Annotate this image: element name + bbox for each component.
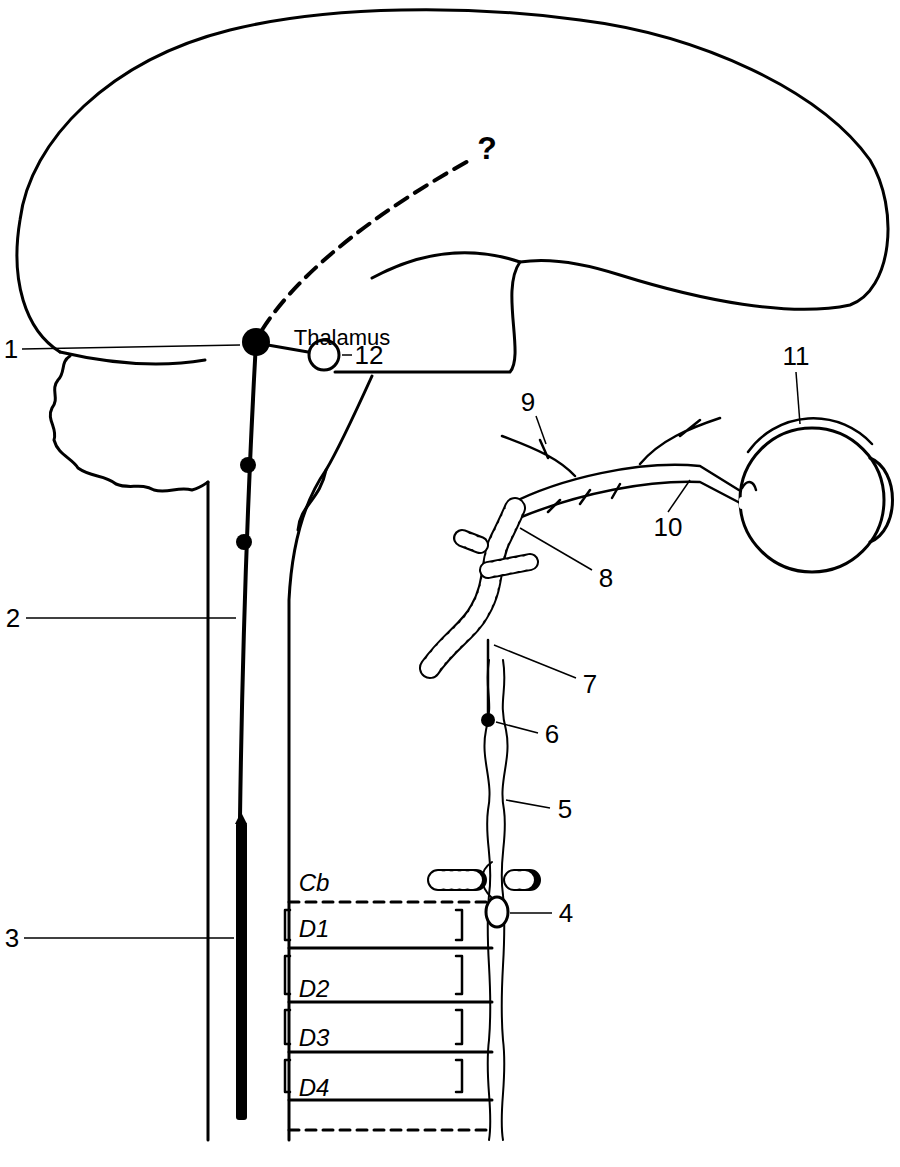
column-arrow	[235, 812, 247, 824]
leader-line	[24, 937, 234, 939]
callout-number: 9	[521, 389, 535, 415]
brainstem-right	[289, 376, 372, 1140]
segment-line	[289, 947, 492, 950]
hypothalamic-nucleus	[242, 328, 270, 356]
eyelid-arc-11	[748, 418, 872, 452]
ciliospinal-column	[236, 822, 247, 1120]
leader-line	[22, 345, 240, 349]
leader-line	[510, 912, 552, 914]
iris-arc	[742, 482, 756, 490]
leader-line	[520, 528, 592, 570]
cerebellum-outline	[50, 356, 208, 491]
eyeball	[740, 428, 884, 572]
callout-number: 12	[355, 342, 384, 368]
carotid-vessel	[430, 508, 515, 668]
callout-number: 5	[558, 796, 572, 822]
pons-bulge	[298, 470, 326, 530]
leader-line	[26, 617, 236, 619]
callout-number: Cb	[299, 871, 330, 895]
subclavian-stripes	[438, 871, 530, 889]
leader-line	[342, 354, 352, 356]
callout-number: 6	[545, 721, 559, 747]
segment-line	[289, 1051, 492, 1054]
subclavian-vessel	[438, 869, 530, 891]
callout-number: D3	[299, 1026, 330, 1050]
leader-line	[796, 372, 800, 424]
temporal-fissure	[372, 253, 520, 278]
tract-dot	[240, 457, 256, 473]
spinal-cord-left	[207, 482, 210, 1140]
leader-line	[536, 416, 546, 444]
callout-number: 7	[583, 671, 597, 697]
callout-number: 10	[654, 514, 683, 540]
segment-brackets	[285, 910, 462, 1092]
nerve-to-eye	[514, 482, 742, 520]
leader-line	[506, 800, 550, 808]
tract-dot	[236, 534, 252, 550]
tract	[240, 342, 256, 818]
cerebrum-outline	[17, 10, 888, 372]
leader-line	[668, 480, 690, 512]
segment-line-low	[289, 1129, 492, 1132]
superior-cervical-ganglion	[481, 713, 495, 727]
carotid-branch	[462, 538, 530, 570]
callout-number: D4	[299, 1076, 330, 1100]
carotid-branch-stripes	[462, 538, 530, 570]
dashed-cortical	[262, 160, 470, 330]
callout-number: 2	[6, 605, 20, 631]
cornea	[870, 458, 893, 542]
carotid-stripes	[430, 508, 515, 668]
segment-line-cb	[289, 901, 492, 904]
callout-number: 4	[559, 900, 573, 926]
leader-line	[494, 645, 576, 678]
stellate-ganglion	[486, 897, 508, 927]
leader-line	[496, 722, 538, 733]
question-mark: ?	[477, 132, 497, 164]
preganglionic-up	[487, 640, 490, 720]
callout-number: 1	[4, 336, 18, 362]
callout-number: D1	[299, 917, 330, 941]
eye-gap	[739, 500, 745, 506]
callout-number: 11	[783, 343, 810, 369]
callout-number: D2	[299, 977, 330, 1001]
callout-number: 3	[5, 925, 19, 951]
callout-number: 8	[599, 565, 613, 591]
frontal-base	[60, 352, 205, 364]
nerve-branch-9	[502, 418, 720, 512]
